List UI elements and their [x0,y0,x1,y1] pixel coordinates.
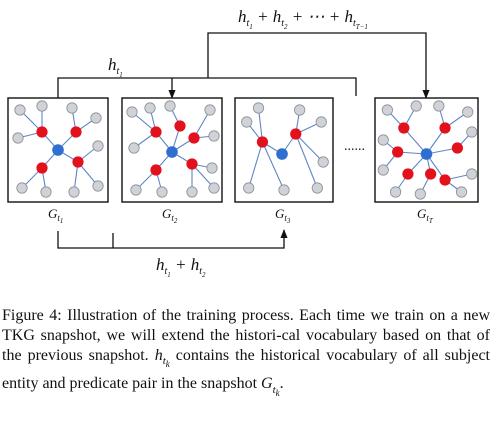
red-node [439,174,451,186]
gray-node [381,104,393,116]
gray-node [204,104,216,116]
central-node [420,148,433,160]
red-node [398,122,410,134]
gray-node [466,168,478,180]
gray-node [40,186,52,198]
gray-node [130,184,142,196]
central-node [52,144,64,156]
red-node [439,122,451,134]
gray-node [243,182,255,194]
gray-node [164,100,176,112]
mid-accumulation-label: ht1 [108,55,123,79]
bottom-accumulation-label: ht1 + ht2 [156,255,206,279]
caption-var-h: htk [154,347,170,370]
red-node [188,132,200,144]
ellipsis: ...... [344,139,365,154]
mid-accumulation-line [57,77,357,98]
red-node [150,164,162,176]
snapshot-gt3 [234,97,334,203]
edge [248,141,264,189]
gray-node [16,182,28,194]
gray-node [252,102,265,114]
caption-suffix: . [279,375,284,393]
gray-node [208,182,220,194]
gray-node [126,106,138,118]
caption-var-g: Gtk [261,375,280,398]
edge [295,133,324,163]
gray-node [12,132,24,144]
gray-node [433,100,445,112]
gray-node [68,186,80,198]
gray-node [156,186,168,198]
gray-node [410,100,422,112]
top-label-h1: h [238,7,247,26]
red-node [72,156,84,168]
gray-node [377,134,389,146]
edge [257,107,265,143]
gray-node [311,182,323,194]
red-node [425,168,437,180]
gray-node [317,156,329,168]
gray-node [92,140,104,152]
gray-node [144,102,156,114]
red-node [174,120,186,132]
red-node [392,146,404,158]
gray-node [315,116,327,128]
red-node [451,142,463,154]
snapshot-label-gt3: Gt3 [275,206,291,225]
gray-node [455,186,468,198]
top-accumulation-arrow [207,32,430,99]
snapshot-label-gt1: Gt1 [48,206,63,225]
gray-node [414,188,426,200]
red-node [290,128,302,140]
central-node [166,146,178,158]
gray-node [14,104,26,116]
gray-node [377,164,389,176]
gray-node [90,112,102,124]
gray-node [92,180,104,192]
edge [261,141,285,191]
snapshot-gt2 [121,97,223,203]
gray-node [186,186,198,198]
bottom-accumulation-arrow [57,229,288,249]
gray-node [128,142,140,154]
caption-prefix: Figure 4: Illustration of the training p… [2,307,490,364]
figure-caption: Figure 4: Illustration of the training p… [2,306,490,403]
red-node [402,168,414,180]
red-node [36,162,48,174]
central-node [276,148,288,160]
gray-node [278,184,290,196]
gray-node [241,116,253,128]
snapshot-gtT [374,97,479,203]
top-accumulation-label: ht1 + ht2 + ⋯ + htT−1 [238,7,368,31]
snapshot-label-gt2: Gt2 [162,206,178,225]
gray-node [36,100,48,112]
gray-node [206,162,218,174]
red-node [256,136,269,148]
training-process-diagram: ht1 + ht2 + ⋯ + htT−1 ht1 ht1 + ht2 ....… [7,7,479,279]
gray-node [466,126,478,138]
snapshot-graphs [7,97,479,203]
edge [295,133,318,189]
red-node [36,126,48,138]
gray-node [389,186,402,198]
snapshot-label-gtT: GtT [417,206,434,225]
gray-node [294,104,306,116]
gray-node [462,106,474,118]
red-node [70,126,82,138]
snapshot-gt1 [7,97,109,203]
gray-node [208,130,220,142]
red-node [150,126,162,138]
connector-lines [57,32,430,249]
caption-middle: contains the historical vocabulary of al… [2,347,490,393]
gray-node [66,102,78,114]
red-node [186,158,198,170]
